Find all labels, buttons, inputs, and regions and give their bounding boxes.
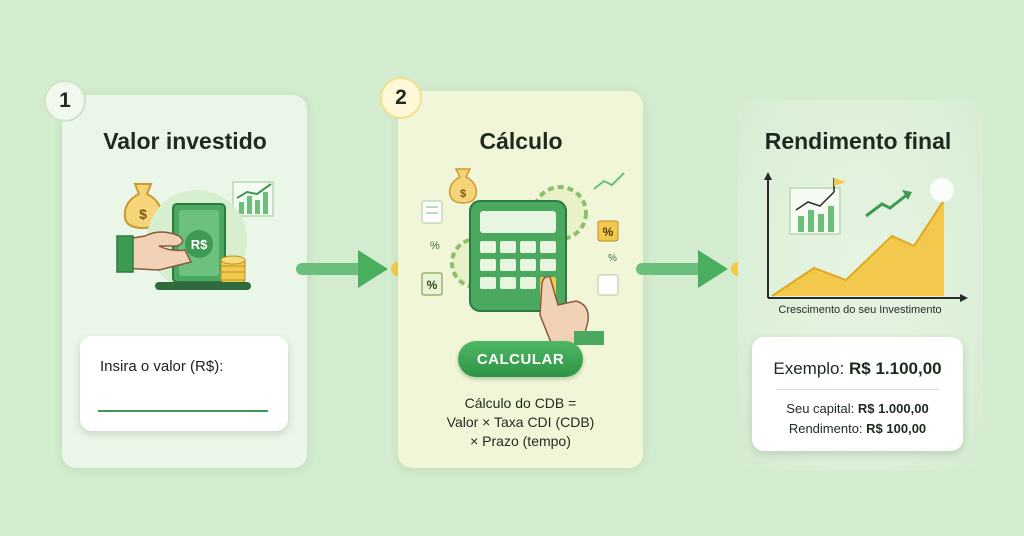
arrow-right-icon (296, 250, 405, 288)
pointing-hand-icon (539, 275, 604, 345)
step2-badge: 2 (380, 77, 422, 119)
svg-text:R$: R$ (191, 237, 208, 252)
money-bag-icon: $ (123, 183, 163, 230)
yield-label: Rendimento: (788, 421, 863, 436)
capital-line: Seu capital: R$ 1.000,00 (752, 401, 963, 416)
capital-label: Seu capital: (786, 401, 855, 416)
growth-chart-icon (764, 172, 968, 302)
step1-badge: 1 (44, 80, 86, 122)
example-value: R$ 1.100,00 (848, 359, 942, 378)
coin-stack-icon (220, 255, 246, 285)
svg-text:$: $ (139, 206, 147, 222)
yield-line: Rendimento: R$ 100,00 (752, 421, 963, 436)
example-label: Exemplo: (773, 359, 845, 378)
divider (776, 389, 939, 390)
percent-icon: % (597, 220, 619, 242)
formula-line-3: × Prazo (tempo) (470, 433, 571, 449)
money-illustration: $ R$ (116, 181, 274, 290)
amount-input-label: Insira o valor (R$): (100, 358, 224, 375)
arrow-right-icon (636, 250, 745, 288)
calculate-button[interactable]: CALCULAR (458, 341, 583, 377)
bar-chart-icon (232, 181, 274, 217)
flag-icon (833, 178, 846, 192)
money-bag-icon: $ (448, 168, 478, 204)
step1-title: Valor investido (103, 128, 267, 154)
formula-line-2: Valor × Taxa CDI (CDB) (446, 414, 595, 430)
example-line: Exemplo: R$ 1.100,00 (752, 359, 963, 379)
svg-text:%: % (430, 240, 440, 252)
svg-text:$: $ (460, 188, 466, 200)
calculation-illustration: $ % % % % (421, 168, 625, 345)
amount-input-card: Insira o valor (R$): (80, 336, 288, 431)
percent-icon: % (421, 272, 443, 296)
yield-value: R$ 100,00 (866, 421, 927, 436)
capital-value: R$ 1.000,00 (857, 401, 929, 416)
formula-line-1: Cálculo do CDB = (464, 395, 577, 411)
svg-text:%: % (608, 253, 617, 264)
step2-title: Cálculo (479, 128, 563, 154)
svg-text:%: % (603, 225, 614, 239)
example-result-card: Exemplo: R$ 1.100,00 Seu capital: R$ 1.0… (752, 337, 963, 451)
step3-title: Rendimento final (764, 128, 952, 154)
svg-text:%: % (427, 278, 438, 292)
chart-caption: Crescimento do seu Investimento (778, 304, 942, 316)
amount-input[interactable] (98, 384, 268, 412)
